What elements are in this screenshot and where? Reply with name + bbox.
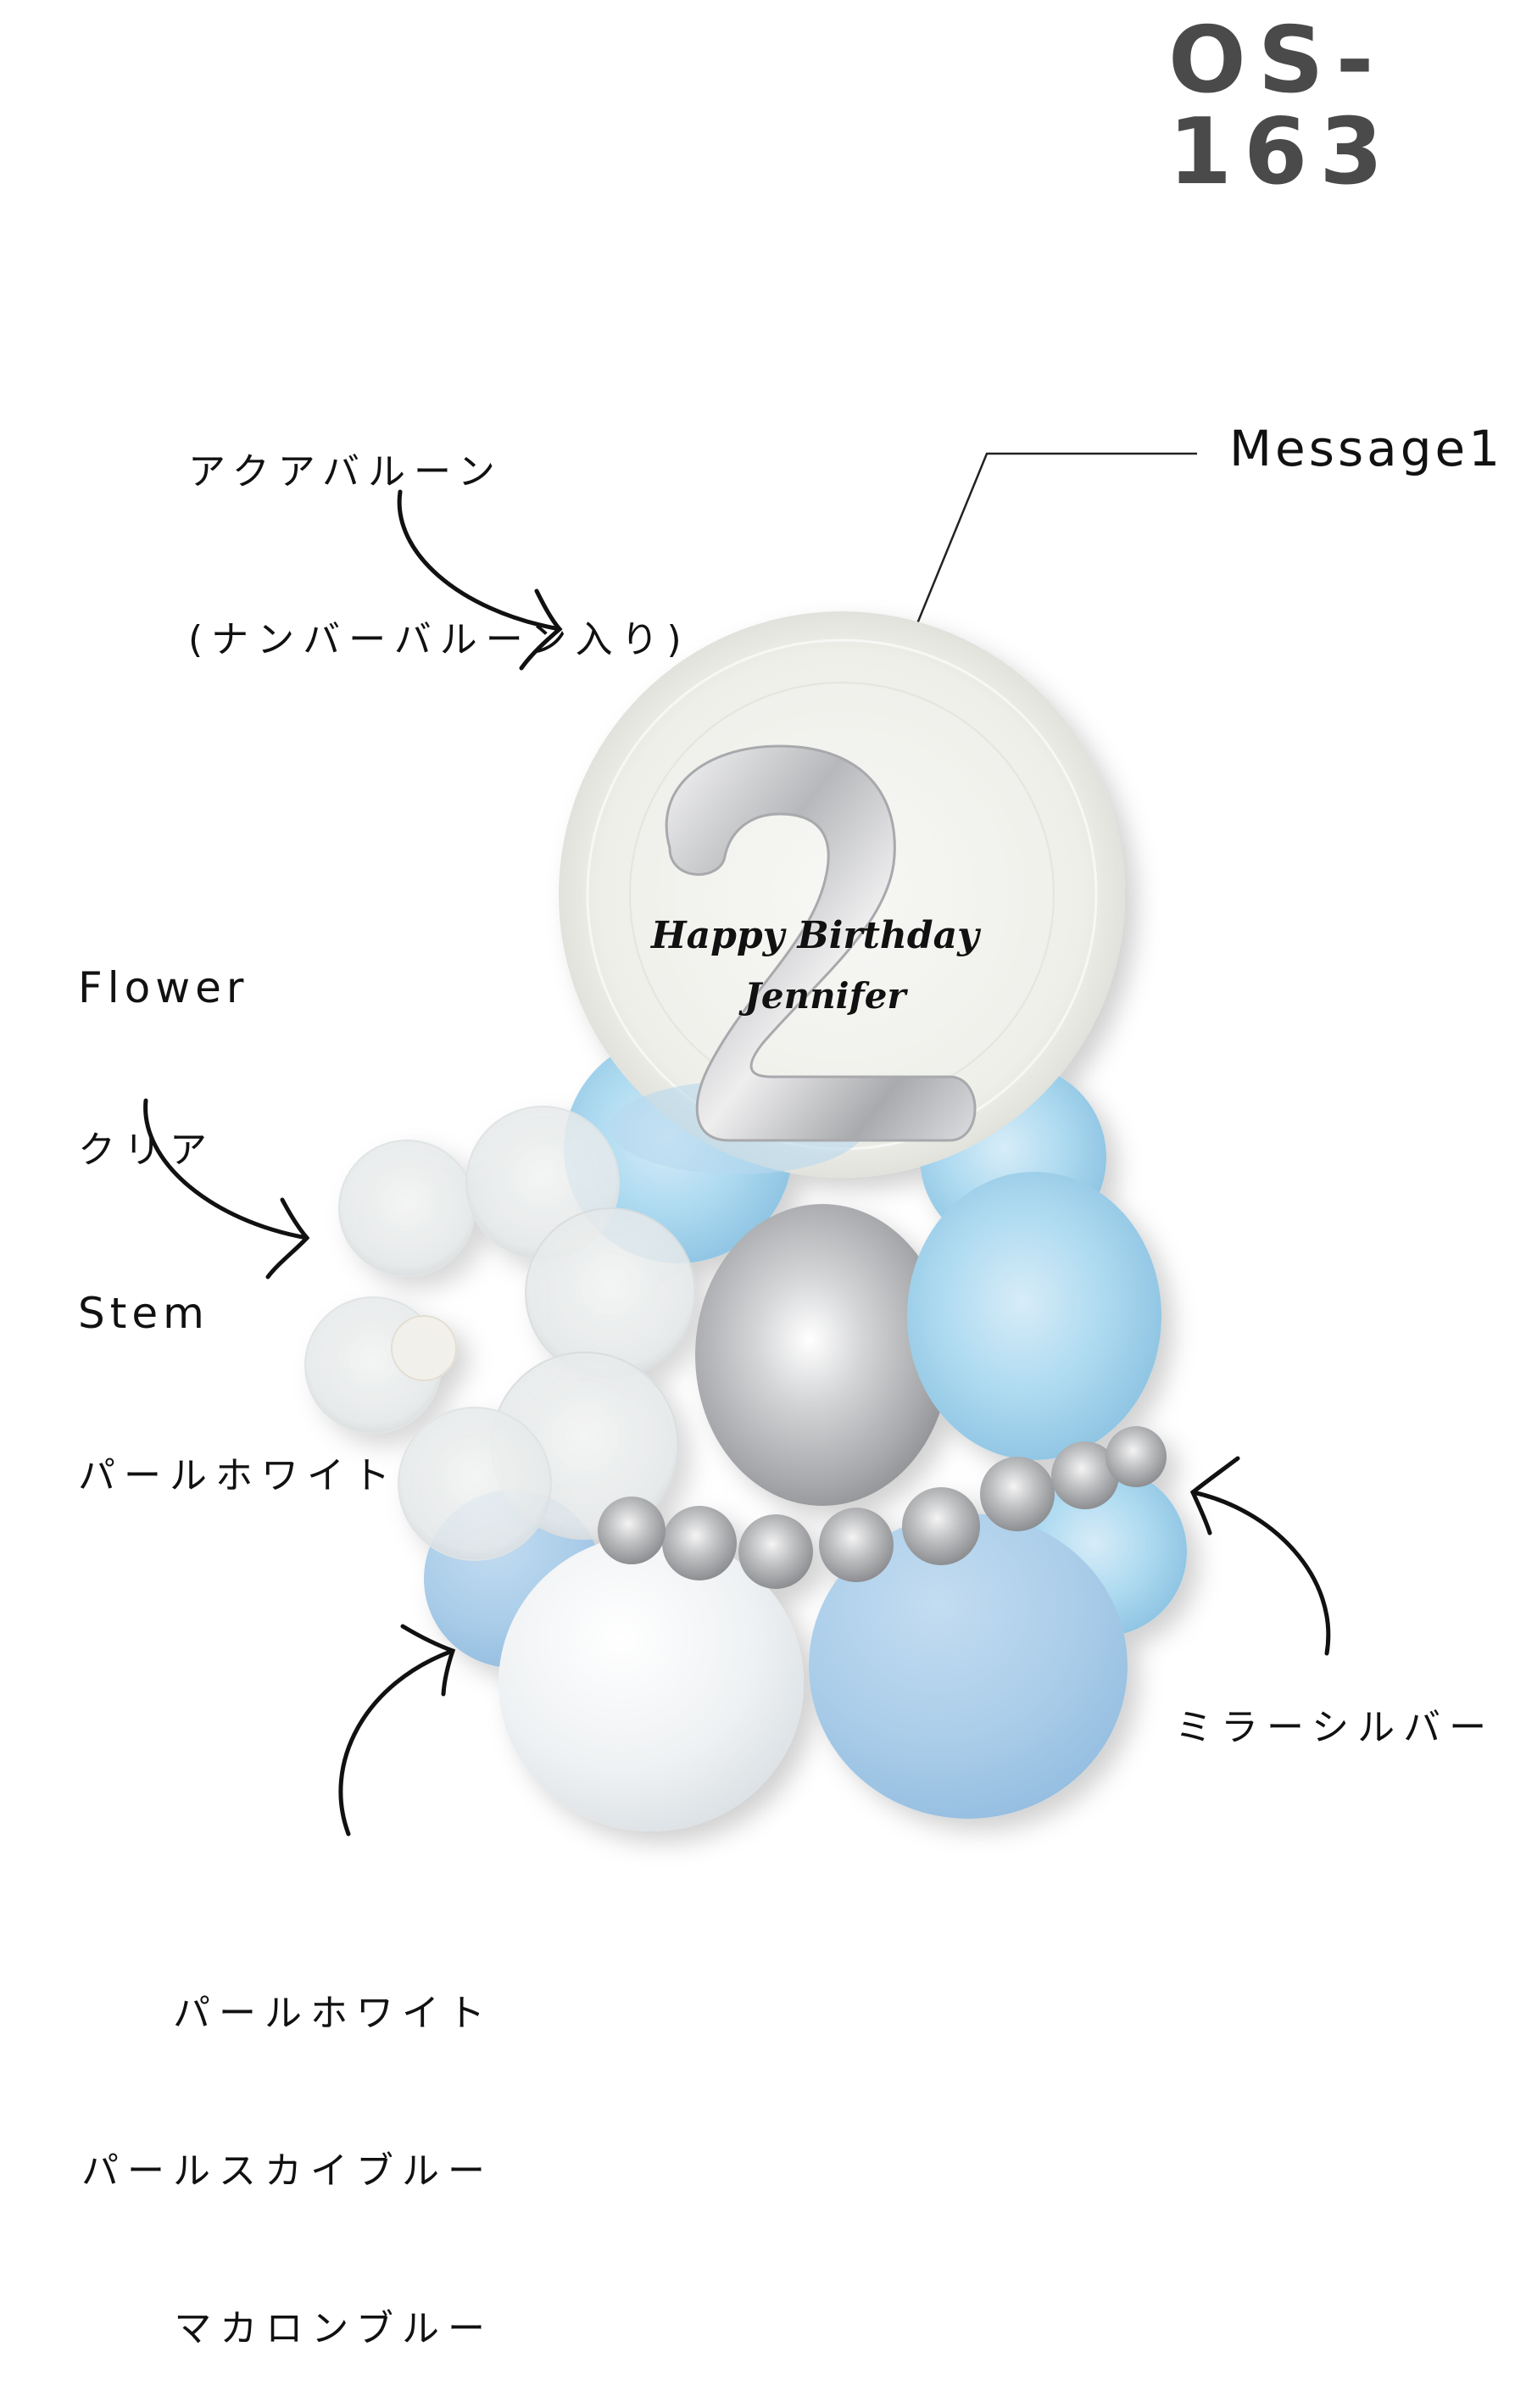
base-colors-label-line2: パールスカイブルー bbox=[81, 2149, 493, 2193]
balloon-message-line2: Jennifer bbox=[744, 975, 906, 1017]
pearl-sky-blue-balloon-right bbox=[907, 1172, 1161, 1460]
clear-flower bbox=[304, 1106, 696, 1561]
mirror-silver-label: ミラーシルバー bbox=[1175, 1706, 1495, 1749]
base-colors-label-line3: マカロンブルー bbox=[174, 2307, 493, 2350]
balloon-message-line1: Happy Birthday bbox=[651, 914, 979, 957]
flower-label: Flower クリア Stem パールホワイト bbox=[78, 852, 398, 1558]
flower-label-line3: Stem bbox=[78, 1289, 209, 1338]
flower-label-line1: Flower bbox=[78, 963, 249, 1012]
message-label: Message1 bbox=[1229, 420, 1504, 477]
product-code: OS-163 bbox=[1168, 8, 1395, 205]
macaron-blue-balloon-bottom bbox=[809, 1513, 1128, 1819]
aqua-balloon-label-line2: (ナンバーバルーン入り) bbox=[188, 618, 690, 661]
aqua-balloon-label-line1: アクアバルーン bbox=[188, 450, 504, 493]
flower-label-line2: クリア bbox=[78, 1129, 215, 1172]
pearl-white-stem-center bbox=[391, 1315, 457, 1381]
pearl-white-balloon-bottom bbox=[498, 1535, 804, 1831]
mirror-silver-chain bbox=[598, 1426, 1167, 1589]
base-colors-label: パールホワイト パールスカイブルー マカロンブルー bbox=[81, 1882, 493, 2408]
curved-arrow-icon bbox=[397, 489, 563, 671]
flower-label-line4: パールホワイト bbox=[78, 1454, 398, 1497]
curved-arrow-icon bbox=[143, 1098, 310, 1279]
balloon-arrangement-illustration bbox=[143, 452, 1331, 1837]
curved-arrow-icon bbox=[338, 1624, 456, 1837]
foil-number-2-balloon bbox=[665, 744, 977, 1142]
mirror-silver-large-balloon bbox=[695, 1204, 950, 1506]
curved-arrow-icon bbox=[1189, 1456, 1331, 1656]
base-colors-label-line1: パールホワイト bbox=[173, 1992, 493, 2035]
balloon-cluster bbox=[304, 611, 1187, 1831]
aqua-balloon-label: アクアバルーン (ナンバーバルーン入り) bbox=[188, 332, 690, 724]
